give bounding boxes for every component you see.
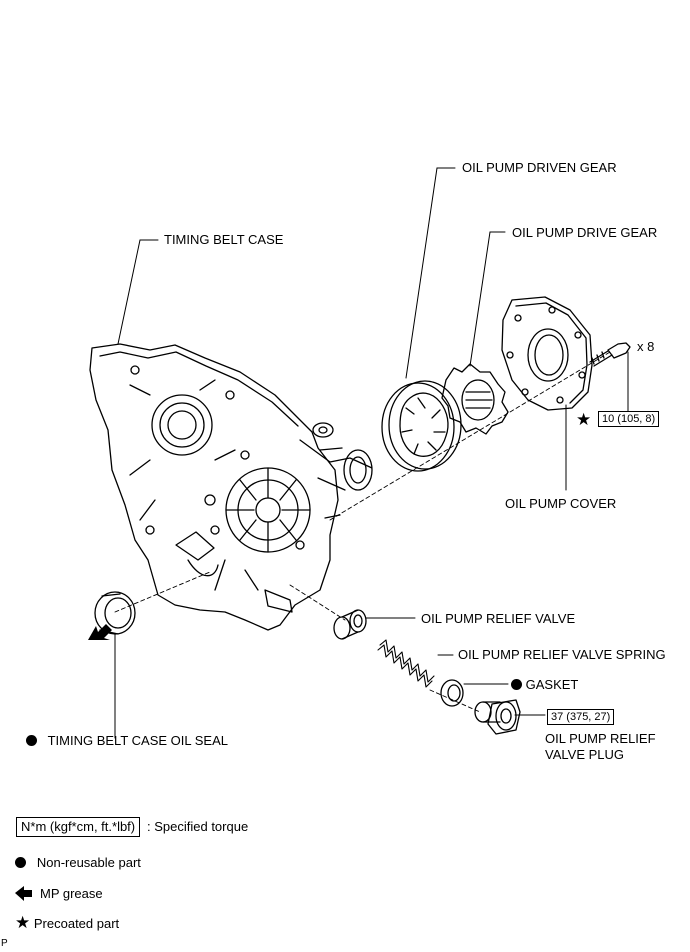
legend-dot-icon (15, 857, 26, 868)
timing-belt-case-shape (89, 343, 373, 631)
legend-torque-text: : Specified torque (147, 819, 249, 834)
oil-pump-drive-gear-shape (441, 363, 509, 435)
label-relief-valve-plug-line1: OIL PUMP RELIEF (545, 731, 656, 746)
legend-precoated: ★ Precoated part (15, 915, 119, 932)
oil-pump-relief-valve-plug-shape (474, 699, 521, 735)
legend-torque-box: N*m (kgf*cm, ft.*lbf) (16, 817, 141, 837)
label-oil-pump-driven-gear: OIL PUMP DRIVEN GEAR (462, 160, 617, 175)
label-oil-pump-relief-valve-spring: OIL PUMP RELIEF VALVE SPRING (458, 647, 666, 662)
label-bolt-count: x 8 (637, 339, 655, 354)
torque-cover-bolt: 10 (105, 8) (598, 411, 660, 427)
label-oil-pump-drive-gear: OIL PUMP DRIVE GEAR (512, 225, 658, 240)
torque-relief-plug: 37 (375, 27) (547, 709, 615, 725)
cover-bolt-shape (589, 342, 631, 367)
legend-mp-grease-text: MP grease (40, 886, 103, 901)
legend-non-reusable: Non-reusable part (15, 855, 141, 871)
non-reusable-dot-icon (26, 735, 37, 746)
gasket-shape (440, 679, 464, 707)
label-gasket: GASKET (511, 677, 578, 693)
label-timing-belt-case-oil-seal: TIMING BELT CASE OIL SEAL (26, 733, 228, 749)
non-reusable-dot-icon (511, 679, 522, 690)
label-timing-belt-case: TIMING BELT CASE (164, 232, 284, 247)
legend-precoated-text: Precoated part (33, 916, 120, 931)
label-relief-valve-plug-line2: VALVE PLUG (545, 747, 624, 762)
oil-pump-cover-shape (501, 296, 593, 411)
label-oil-pump-cover: OIL PUMP COVER (505, 496, 617, 511)
legend-non-reusable-text: Non-reusable part (36, 855, 141, 870)
oil-pump-relief-valve-shape (333, 609, 367, 640)
assembly-axis-lines (114, 351, 611, 713)
legend-mp-grease-icon (15, 886, 32, 901)
mp-grease-marker-icon (88, 624, 112, 640)
oil-pump-relief-valve-spring-shape (377, 639, 435, 688)
corner-mark: P (1, 938, 8, 949)
label-oil-pump-relief-valve: OIL PUMP RELIEF VALVE (421, 611, 576, 626)
oil-pump-driven-gear-shape (381, 380, 462, 472)
legend-star-icon: ★ (15, 913, 31, 933)
oil-seal-text: TIMING BELT CASE OIL SEAL (47, 733, 228, 748)
gasket-text: GASKET (525, 677, 579, 692)
timing-belt-case-oil-seal-shape (94, 591, 136, 635)
precoated-star-icon: ★ (576, 410, 592, 430)
